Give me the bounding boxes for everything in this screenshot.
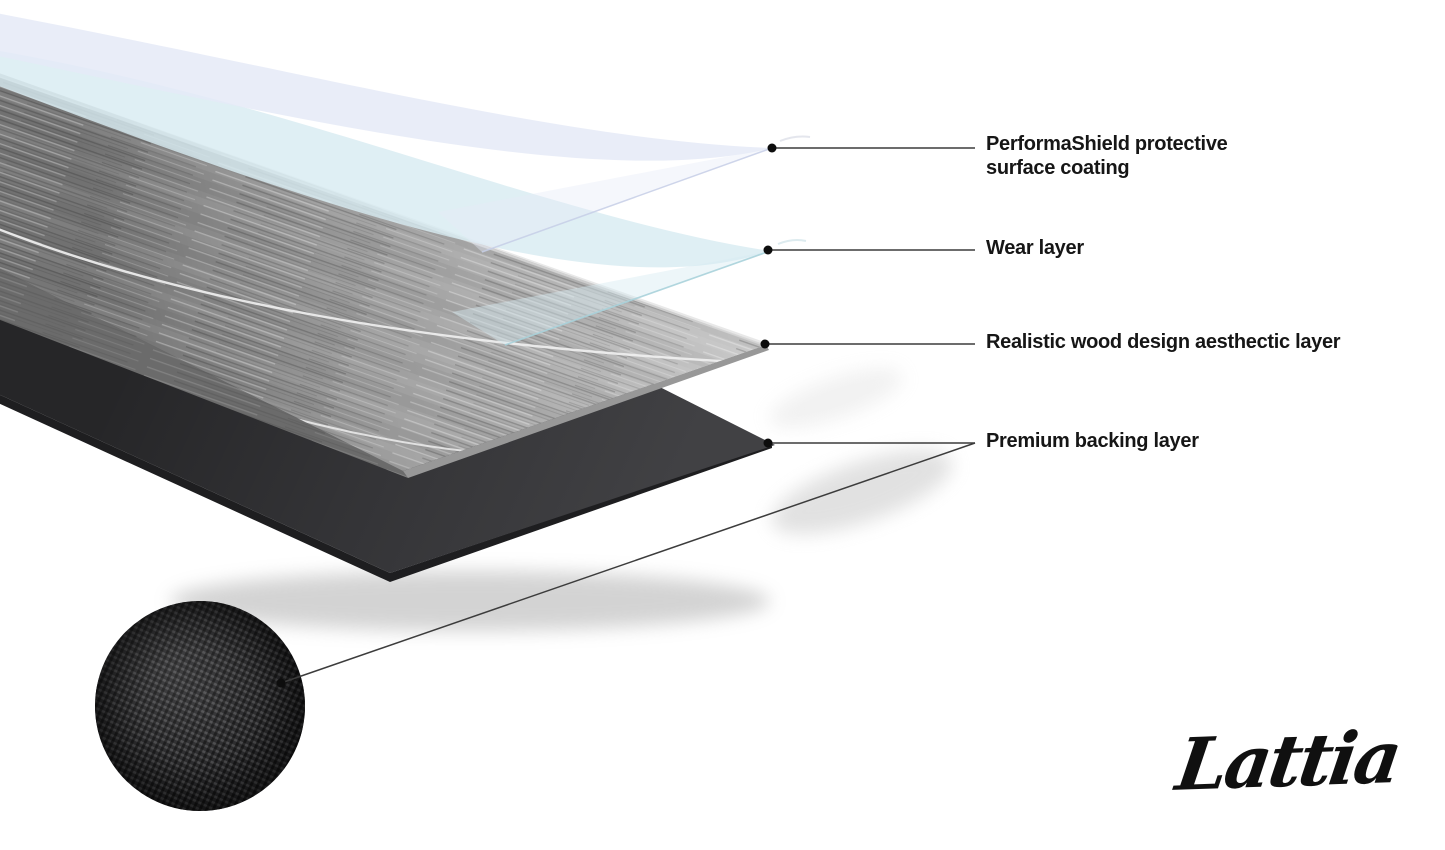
coating-film-curl-highlight: [779, 135, 811, 142]
label-backing-layer: Premium backing layer: [986, 429, 1199, 453]
leader-line-texture-diagonal: [280, 442, 976, 684]
leader-dot-wood: [760, 339, 770, 349]
wood-layer-side-right: [403, 345, 769, 478]
label-line: Wear layer: [986, 237, 1084, 259]
label-line: surface coating: [986, 157, 1130, 179]
wood-layer-grain-bands: [0, 73, 766, 471]
wear-layer-tip-wedge: [452, 251, 770, 345]
leader-dots: [276, 143, 777, 688]
label-line: Realistic wood design aesthectic layer: [986, 331, 1341, 353]
wear-layer-sheet: [0, 51, 770, 268]
coating-layer-sheet: [0, 13, 772, 161]
label-line: Premium backing layer: [986, 430, 1199, 452]
brand-logo: Lattia: [1171, 714, 1405, 807]
coating-layer-edge-line: [481, 147, 773, 253]
backing-texture-detail-circle: [95, 601, 305, 811]
leader-dot-coating: [767, 143, 777, 153]
coating-layer-tip-wedge: [438, 148, 772, 252]
leader-dot-backing: [763, 438, 773, 448]
backing-shadow: [170, 571, 770, 631]
wood-layer-side-texture: [0, 269, 408, 478]
label-wear-layer: Wear layer: [986, 236, 1084, 260]
wear-film-curl-highlight: [777, 239, 807, 245]
leader-dot-wear: [763, 245, 773, 255]
wood-grain-arc-1: [0, 223, 739, 364]
label-line: PerformaShield protective: [986, 133, 1228, 155]
wood-tip-shadow: [769, 368, 903, 428]
label-wood-design-layer: Realistic wood design aesthectic layer: [986, 330, 1341, 354]
label-protective-coating: PerformaShield protective surface coatin…: [986, 132, 1228, 180]
backing-tip-shadow: [771, 450, 953, 534]
leader-dot-texture: [276, 678, 286, 688]
leader-lines: [280, 147, 976, 684]
wear-layer-edge-line: [504, 250, 771, 346]
